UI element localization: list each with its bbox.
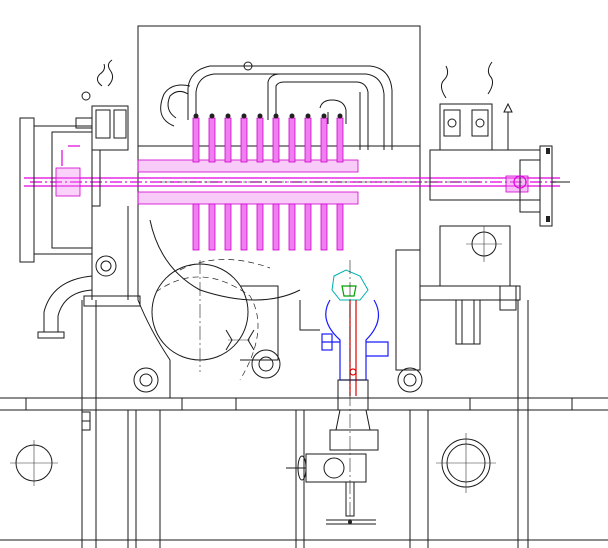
- support-pedestals: [133, 349, 423, 393]
- upper-blade-row: [192, 117, 200, 163]
- rotor-shaft: [24, 145, 560, 205]
- lower-blade-row: [272, 203, 280, 251]
- upper-blade-row: [208, 117, 216, 163]
- blade-root-bolt: [321, 113, 327, 119]
- stage-blades: [192, 113, 344, 251]
- upper-blade-row: [336, 117, 344, 163]
- foundation-bolt-holes: [10, 433, 496, 493]
- upper-blade-row: [256, 117, 264, 163]
- upper-blade-row: [304, 117, 312, 163]
- lower-blade-row: [192, 203, 200, 251]
- rear-bearing-housing: [419, 61, 541, 345]
- left-inlet-pipe: [37, 275, 93, 339]
- blade-root-bolt: [273, 113, 279, 119]
- blade-root-bolt: [193, 113, 199, 119]
- lower-blade-row: [224, 203, 232, 251]
- lower-blade-row: [304, 203, 312, 251]
- top-steam-pipes: [160, 61, 393, 150]
- blade-root-bolt: [209, 113, 215, 119]
- blade-root-bolt: [305, 113, 311, 119]
- upper-blade-row: [272, 117, 280, 163]
- blade-root-bolt: [257, 113, 263, 119]
- lower-blade-row: [208, 203, 216, 251]
- valve-handwheel: [286, 453, 376, 525]
- blade-root-bolt: [337, 113, 343, 119]
- lower-blade-row: [256, 203, 264, 251]
- coupling: [513, 145, 570, 227]
- foundation-frame: [0, 300, 608, 548]
- exhaust-hood: [137, 210, 421, 398]
- lower-blade-row: [288, 203, 296, 251]
- upper-blade-row: [288, 117, 296, 163]
- lower-blade-row: [240, 203, 248, 251]
- blade-root-bolt: [289, 113, 295, 119]
- blade-root-bolt: [225, 113, 231, 119]
- lower-blade-row: [336, 203, 344, 251]
- front-bearing-housing: [19, 59, 141, 307]
- lower-blade-row: [320, 203, 328, 251]
- upper-blade-row: [224, 117, 232, 163]
- blade-root-bolt: [241, 113, 247, 119]
- upper-blade-row: [240, 117, 248, 163]
- center-lines: [160, 181, 480, 520]
- upper-blade-row: [320, 117, 328, 163]
- extraction-valve: [321, 269, 389, 451]
